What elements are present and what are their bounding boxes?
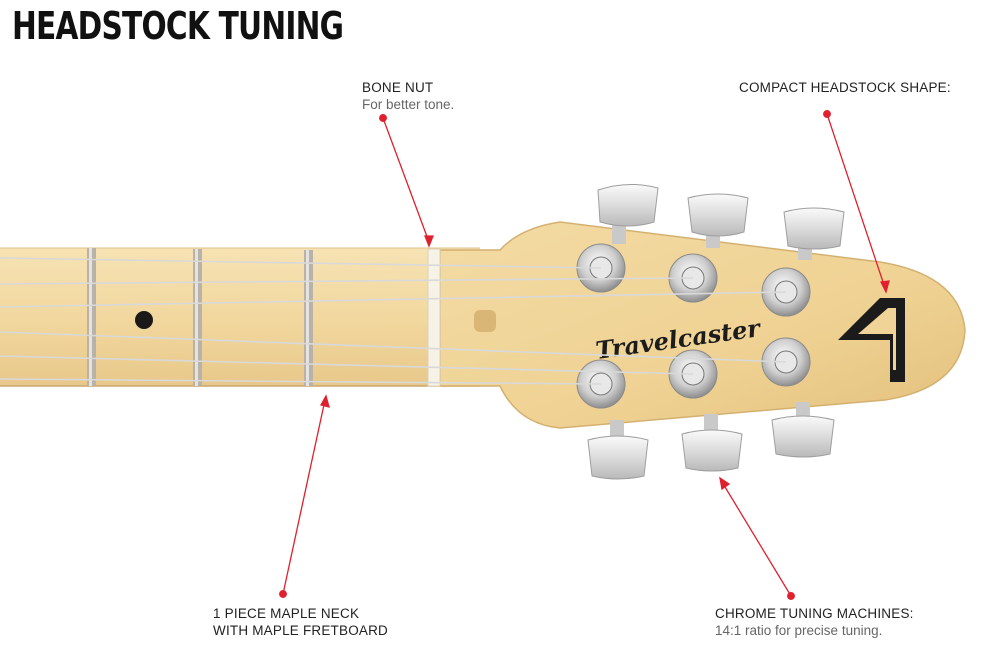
tuner-keys-top bbox=[597, 184, 845, 260]
fret-marker-dot bbox=[135, 311, 153, 329]
callout-heading: BONE NUT bbox=[362, 80, 434, 95]
callout-compact-headstock: COMPACT HEADSTOCK SHAPE: bbox=[739, 79, 951, 96]
bone-nut bbox=[427, 248, 441, 387]
tuner-keys-bottom bbox=[587, 402, 835, 480]
callout-tuning-machines: CHROME TUNING MACHINES: 14:1 ratio for p… bbox=[715, 605, 914, 639]
callout-leaders bbox=[279, 110, 890, 600]
callout-heading: CHROME TUNING MACHINES: bbox=[715, 606, 914, 621]
strings bbox=[0, 257, 787, 385]
maple-neck bbox=[0, 247, 480, 387]
headstock bbox=[439, 221, 966, 429]
callout-maple-neck: 1 PIECE MAPLE NECK WITH MAPLE FRETBOARD bbox=[213, 605, 388, 639]
truss-rod-slot bbox=[474, 310, 496, 332]
callout-bone-nut: BONE NUT For better tone. bbox=[362, 79, 454, 113]
callout-line: 1 PIECE MAPLE NECK bbox=[213, 606, 360, 621]
callout-subtext: 14:1 ratio for precise tuning. bbox=[715, 623, 883, 638]
t-logo-icon bbox=[838, 298, 905, 382]
callout-line: WITH MAPLE FRETBOARD bbox=[213, 623, 389, 638]
callout-heading: COMPACT HEADSTOCK SHAPE: bbox=[739, 80, 951, 95]
callout-subtext: For better tone. bbox=[362, 97, 455, 112]
page-title: HEADSTOCK TUNING bbox=[12, 4, 344, 48]
frets bbox=[87, 248, 313, 386]
